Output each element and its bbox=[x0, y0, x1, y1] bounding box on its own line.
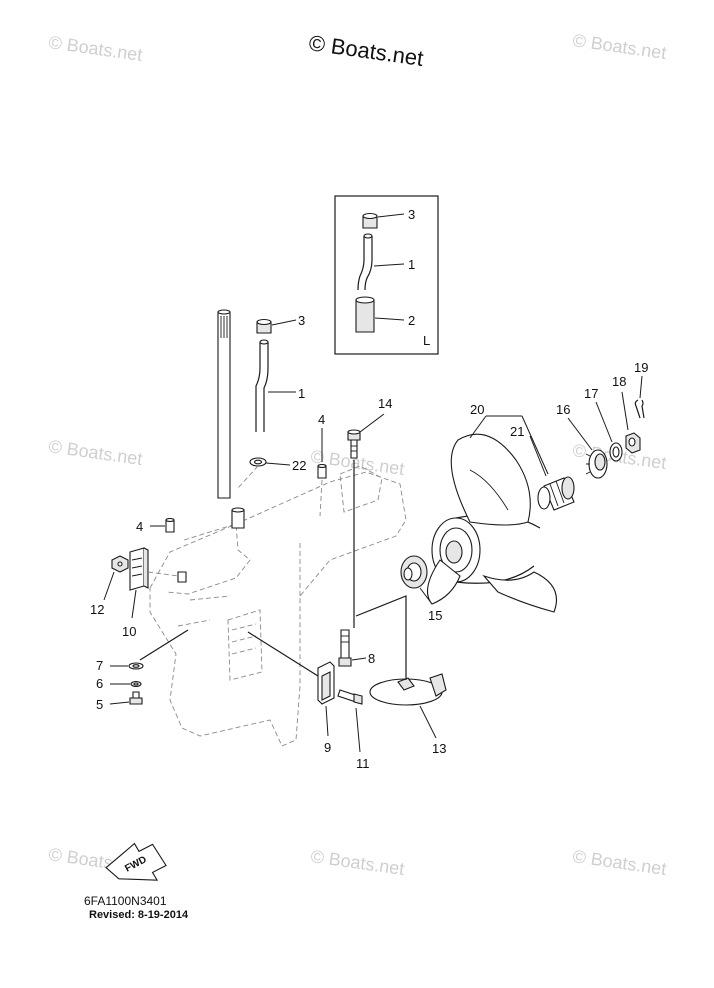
callout-11: 11 bbox=[356, 756, 370, 771]
thrust-washer-15: 15 bbox=[400, 555, 442, 623]
callout-17: 17 bbox=[584, 386, 598, 401]
callout-1: 1 bbox=[298, 386, 305, 401]
watermark: © Boats.net bbox=[309, 846, 405, 879]
callout-20: 20 bbox=[470, 402, 484, 417]
inset-callout-3: 3 bbox=[408, 207, 415, 222]
bolt-8 bbox=[340, 629, 350, 659]
spacer-21: 21 bbox=[510, 424, 575, 511]
callout-18: 18 bbox=[612, 374, 626, 389]
inset-callout-1: 1 bbox=[408, 257, 415, 272]
callout-8: 8 bbox=[368, 651, 375, 666]
callout-4-left: 4 bbox=[136, 519, 143, 534]
bolt-5 bbox=[129, 697, 143, 705]
callout-12: 12 bbox=[90, 602, 104, 617]
callout-22: 22 bbox=[292, 458, 306, 473]
callout-13: 13 bbox=[432, 741, 446, 756]
propeller-20: 20 bbox=[426, 402, 558, 613]
callout-9: 9 bbox=[324, 740, 331, 755]
watermark: © Boats.net bbox=[571, 30, 667, 63]
anode-plate-assembly: 12 10 bbox=[90, 547, 179, 639]
dowel-pins: 4 4 bbox=[136, 412, 327, 534]
inset-part-1-pipe bbox=[357, 236, 365, 291]
lower-unit-housing bbox=[149, 465, 407, 747]
inset-part-2-sleeve bbox=[355, 299, 375, 333]
inset-callout-2: 2 bbox=[408, 313, 415, 328]
nut-18: 18 bbox=[612, 374, 641, 454]
callout-19: 19 bbox=[634, 360, 648, 375]
callout-10: 10 bbox=[122, 624, 136, 639]
fwd-arrow: FWD bbox=[105, 842, 167, 881]
diagram-code: 6FA1100N3401 bbox=[84, 894, 167, 908]
callout-21: 21 bbox=[510, 424, 524, 439]
bolt-14: 14 bbox=[347, 396, 392, 628]
driveshaft bbox=[217, 309, 231, 499]
inset-label: L bbox=[423, 333, 430, 348]
callout-5: 5 bbox=[96, 697, 103, 712]
cotter-pin-19: 19 bbox=[634, 360, 648, 419]
trim-tab-bolts: 7 6 5 bbox=[96, 629, 189, 712]
plate-10 bbox=[129, 547, 145, 591]
watermark: © Boats.net bbox=[47, 32, 143, 65]
washer-16: 16 bbox=[556, 402, 608, 479]
trim-tab-parts: 8 9 11 bbox=[247, 629, 375, 771]
callout-16: 16 bbox=[556, 402, 570, 417]
anode-13: 13 bbox=[355, 595, 447, 756]
watermark: © Boats.net bbox=[571, 846, 667, 879]
washer-17: 17 bbox=[584, 386, 623, 462]
watermark: © Boats.net bbox=[47, 436, 143, 469]
callout-15: 15 bbox=[428, 608, 442, 623]
copyright-title: © Boats.net bbox=[307, 30, 425, 71]
callout-7: 7 bbox=[96, 658, 103, 673]
pipe-1 bbox=[255, 342, 261, 432]
callout-4-right: 4 bbox=[318, 412, 325, 427]
water-pipe-assembly: 3 1 22 bbox=[237, 313, 306, 489]
callout-3: 3 bbox=[298, 313, 305, 328]
revised-date: Revised: 8-19-2014 bbox=[89, 909, 189, 921]
inset-box: 3 1 2 L bbox=[334, 195, 439, 355]
callout-6: 6 bbox=[96, 676, 103, 691]
callout-14: 14 bbox=[378, 396, 392, 411]
